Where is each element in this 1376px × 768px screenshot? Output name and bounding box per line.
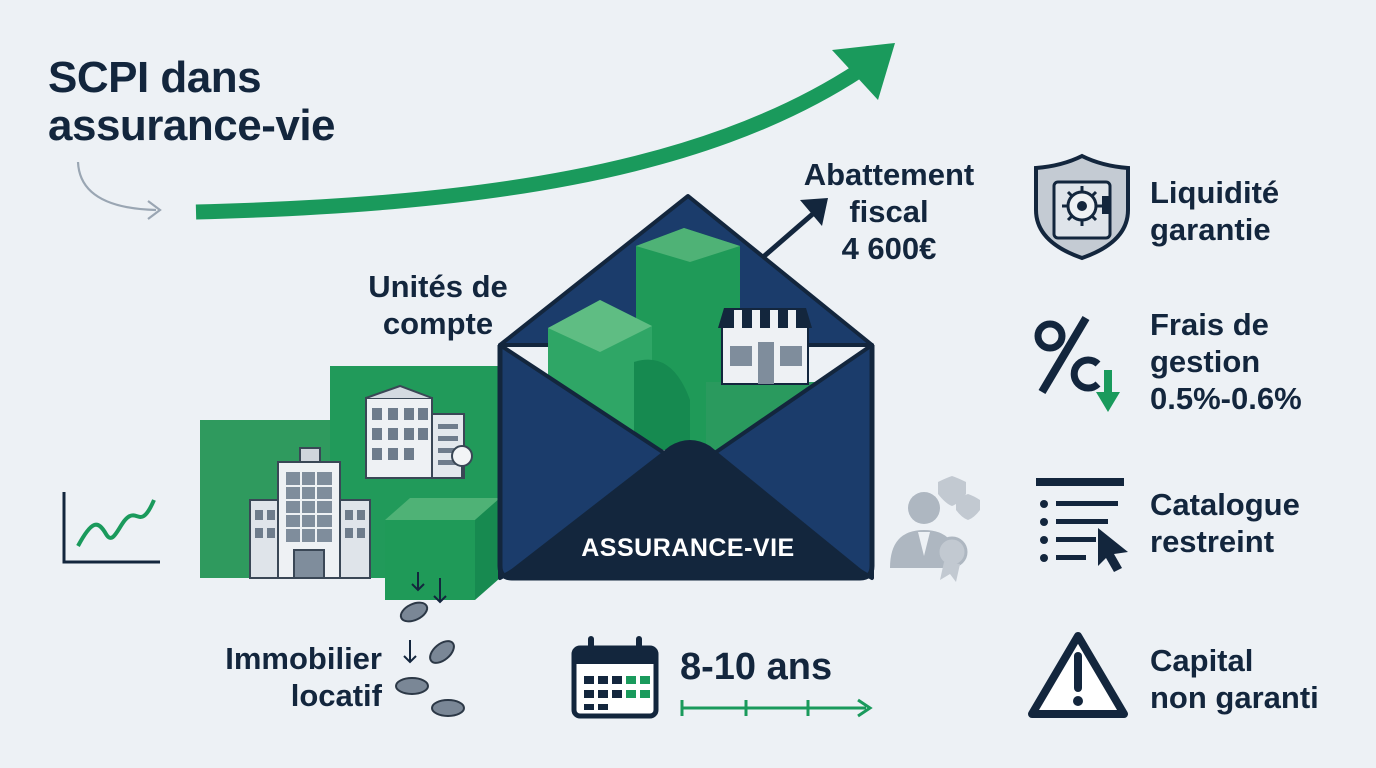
coins-icon xyxy=(395,572,465,717)
abattement-arrow-icon xyxy=(760,198,828,260)
feature-catalogue: Catalogue restreint xyxy=(1150,487,1300,559)
envelope-label: ASSURANCE-VIE xyxy=(581,534,795,562)
list-cursor-icon xyxy=(1036,478,1128,572)
feature-frais-gestion: Frais de gestion 0.5%-0.6% xyxy=(1150,307,1302,416)
title-line-2: assurance-vie xyxy=(48,101,336,150)
unites-de-compte-label: Unités de compte xyxy=(368,269,508,341)
storefront-icon xyxy=(718,308,812,385)
feature-capital: Capital non garanti xyxy=(1150,643,1319,715)
advisor-badge-icon xyxy=(890,476,980,582)
line-chart-icon xyxy=(62,492,160,564)
office-building-icon xyxy=(365,384,473,479)
feature-liquidite: Liquidité garantie xyxy=(1150,175,1280,247)
immobilier-locatif-label: Immobilier locatif xyxy=(225,641,382,713)
abattement-label: Abattement fiscal 4 600€ xyxy=(803,157,975,266)
pointer-arrow-icon xyxy=(76,161,162,220)
duration-label: 8-10 ans xyxy=(680,646,833,688)
growth-arrow-icon xyxy=(195,43,895,220)
calendar-icon xyxy=(571,636,659,719)
shield-vault-icon xyxy=(1034,153,1130,261)
green-cube xyxy=(385,498,500,600)
page-title: SCPI dans assurance-vie xyxy=(48,53,336,150)
timeline-arrow xyxy=(680,698,873,718)
tower-building-icon xyxy=(249,447,371,579)
warning-icon xyxy=(1028,632,1128,718)
percent-down-icon xyxy=(1034,315,1120,412)
title-line-1: SCPI dans xyxy=(48,53,262,102)
envelope xyxy=(497,194,875,581)
